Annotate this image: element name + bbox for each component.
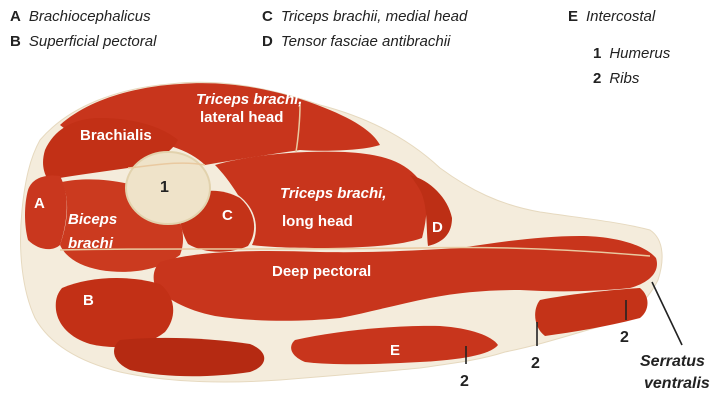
label-serratus-line2: ventralis	[644, 375, 710, 392]
muscle-intercostal-lower	[114, 338, 264, 376]
label-key-e: E	[390, 342, 400, 359]
label-serratus-line1: Serratus	[640, 353, 705, 370]
label-rib-2: 2	[531, 355, 540, 372]
label-key-d: D	[432, 219, 443, 236]
label-rib-2: 2	[620, 329, 629, 346]
label-biceps-line2: brachi	[68, 235, 114, 252]
label-key-a: A	[34, 195, 45, 212]
label-key-b: B	[83, 292, 94, 309]
label-triceps-lateral-line1: Triceps brachi,	[196, 91, 302, 108]
label-triceps-lateral-line2: lateral head	[200, 109, 283, 126]
serratus-leader	[652, 282, 682, 345]
label-rib-2: 2	[460, 373, 469, 390]
label-triceps-long-line1: Triceps brachi,	[280, 185, 386, 202]
muscle-brachiocephalicus	[25, 176, 67, 250]
label-key-c: C	[222, 207, 233, 224]
label-biceps-line1: Biceps	[68, 211, 117, 228]
label-deep-pectoral: Deep pectoral	[272, 263, 371, 280]
label-triceps-long-line2: long head	[282, 213, 353, 230]
label-humerus-number: 1	[160, 179, 169, 196]
label-brachialis: Brachialis	[80, 127, 152, 144]
